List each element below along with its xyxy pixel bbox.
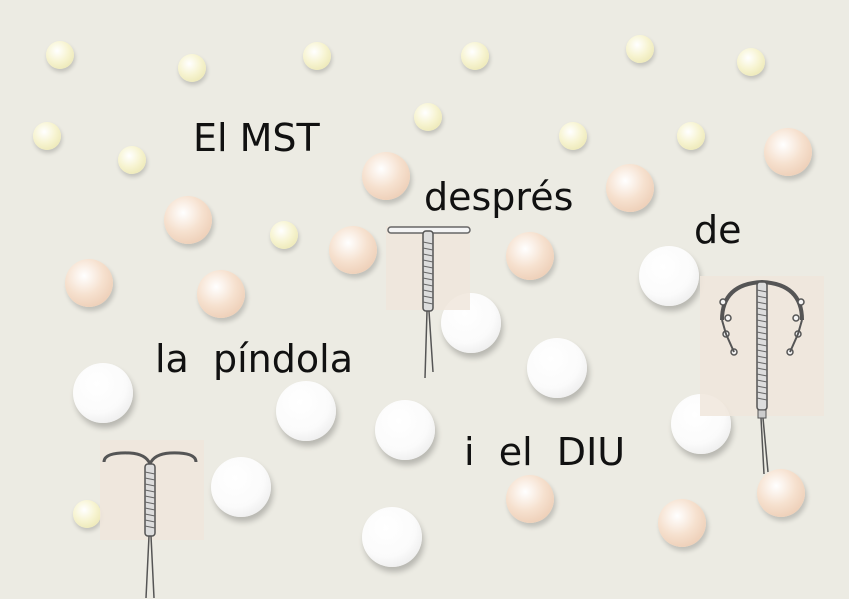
pill-medium: [757, 469, 805, 517]
multiload-iud-icon: [719, 279, 805, 475]
pill-medium: [362, 152, 410, 200]
pill-small: [737, 48, 765, 76]
pill-medium: [164, 196, 212, 244]
t-shaped-iud-icon: [387, 226, 471, 379]
pill-small: [46, 41, 74, 69]
copper-iud-icon: [102, 451, 198, 599]
pill-medium: [65, 259, 113, 307]
word-la-pindola: la píndola: [155, 337, 353, 381]
pill-large: [73, 363, 133, 423]
word-i-el-diu: i el DIU: [464, 430, 626, 474]
pill-large: [362, 507, 422, 567]
word-de: de: [694, 208, 742, 252]
pill-small: [178, 54, 206, 82]
pill-small: [677, 122, 705, 150]
word-el-mst: El MST: [193, 116, 320, 160]
pill-small: [626, 35, 654, 63]
pill-small: [559, 122, 587, 150]
pill-medium: [764, 128, 812, 176]
pill-large: [375, 400, 435, 460]
pill-large: [527, 338, 587, 398]
pill-small: [303, 42, 331, 70]
pill-small: [33, 122, 61, 150]
pill-small: [461, 42, 489, 70]
pill-small: [118, 146, 146, 174]
pill-small: [73, 500, 101, 528]
pill-medium: [197, 270, 245, 318]
pill-medium: [658, 499, 706, 547]
pill-medium: [606, 164, 654, 212]
pill-large: [276, 381, 336, 441]
pill-medium: [506, 232, 554, 280]
pill-small: [270, 221, 298, 249]
pill-medium: [506, 475, 554, 523]
pill-small: [414, 103, 442, 131]
word-despres: després: [424, 175, 574, 219]
pill-medium: [329, 226, 377, 274]
pill-large: [639, 246, 699, 306]
pill-large: [211, 457, 271, 517]
